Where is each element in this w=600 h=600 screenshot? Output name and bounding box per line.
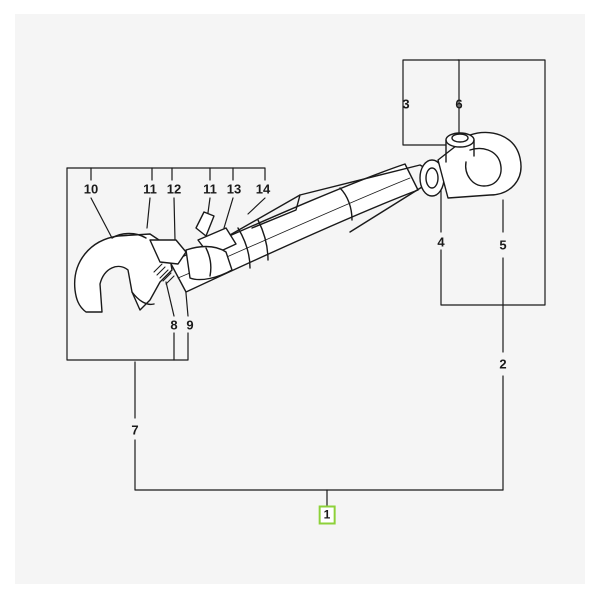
leader-lines: [66, 59, 546, 507]
callout-7: 7: [131, 422, 139, 438]
callout-11-second: 11: [203, 181, 217, 197]
callout-8: 8: [170, 317, 178, 333]
callout-13: 13: [226, 181, 242, 197]
callout-1-highlighted[interactable]: 1: [318, 505, 336, 525]
callout-4: 4: [437, 234, 445, 250]
callout-11-first: 11: [143, 181, 157, 197]
callout-12: 12: [166, 181, 182, 197]
callout-2: 2: [499, 356, 507, 372]
top-link-assembly-drawing: [74, 131, 522, 313]
callout-14: 14: [255, 181, 271, 197]
callout-6: 6: [455, 96, 463, 112]
callout-9: 9: [186, 317, 194, 333]
callout-5: 5: [499, 237, 507, 253]
diagram-canvas: [15, 14, 585, 584]
callout-10: 10: [83, 181, 99, 197]
callout-3: 3: [402, 96, 410, 112]
